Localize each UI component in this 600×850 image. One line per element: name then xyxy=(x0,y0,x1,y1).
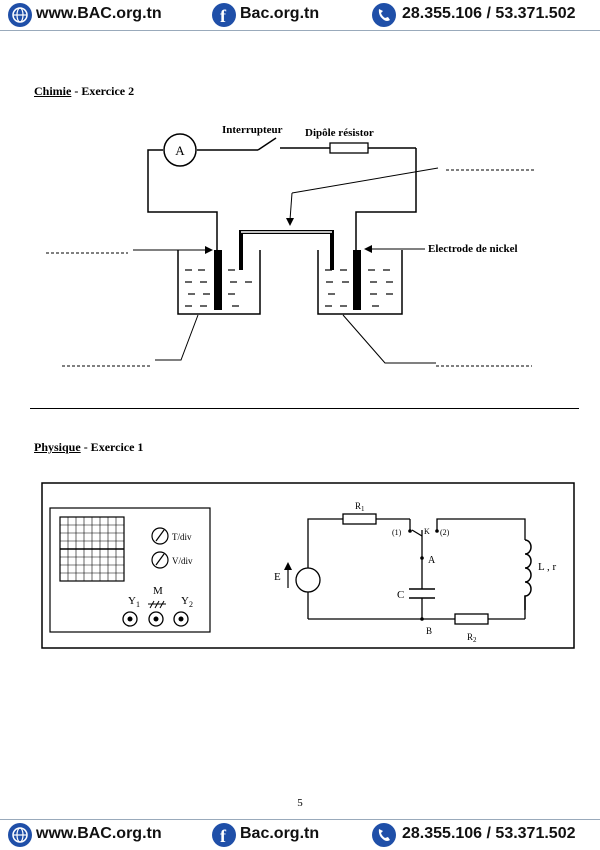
switch-label: Interrupteur xyxy=(222,124,283,136)
node-a-label: A xyxy=(428,555,436,566)
phone-icon xyxy=(372,823,396,847)
chimie-circuit-diagram: A Interrupteur Dipôle résistor Electrode… xyxy=(46,124,536,367)
y2-label: Y2 xyxy=(181,595,193,609)
y1-label: Y1 xyxy=(128,595,140,609)
r1-label: R1 xyxy=(355,501,365,513)
inductor-label: L , r xyxy=(538,561,557,573)
footer-banner: www.BAC.org.tn f Bac.org.tn 28.355.106 /… xyxy=(0,819,600,850)
node-b-label: B xyxy=(426,626,432,636)
knob-volt-label: V/div xyxy=(172,556,193,566)
page-number: 5 xyxy=(297,797,303,809)
svg-text:f: f xyxy=(220,826,227,846)
m-label: M xyxy=(153,585,163,597)
phone-number[interactable]: 28.355.106 / 53.371.502 xyxy=(402,5,576,22)
phone-number[interactable]: 28.355.106 / 53.371.502 xyxy=(402,825,576,842)
switch-position-1: (1) xyxy=(392,528,402,537)
website-link[interactable]: www.BAC.org.tn xyxy=(36,5,162,22)
r2-label: R2 xyxy=(467,632,477,644)
svg-text:f: f xyxy=(220,6,227,26)
physique-heading: Physique - Exercice 1 xyxy=(34,440,144,454)
resistor-label: Dipôle résistor xyxy=(305,127,374,139)
switch-position-2: (2) xyxy=(440,528,450,537)
ammeter-label: A xyxy=(175,143,185,158)
facebook-link[interactable]: Bac.org.tn xyxy=(240,825,320,842)
facebook-link[interactable]: Bac.org.tn xyxy=(240,5,320,22)
globe-icon xyxy=(8,823,32,847)
facebook-icon: f xyxy=(212,3,236,27)
phone-icon xyxy=(372,3,396,27)
generator-e-label: E xyxy=(274,571,281,583)
electrode-label: Electrode de nickel xyxy=(428,243,518,255)
globe-icon xyxy=(8,3,32,27)
chimie-heading: Chimie - Exercice 2 xyxy=(34,84,135,98)
capacitor-c-label: C xyxy=(397,589,404,601)
header-banner: www.BAC.org.tn f Bac.org.tn 28.355.106 /… xyxy=(0,0,600,31)
facebook-icon: f xyxy=(212,823,236,847)
physique-circuit-diagram: T/div V/div Y1 M Y2 R1 (1) K (2) xyxy=(41,482,575,649)
section-divider xyxy=(30,408,579,409)
knob-time-label: T/div xyxy=(172,532,192,542)
switch-k-label: K xyxy=(424,527,430,536)
website-link[interactable]: www.BAC.org.tn xyxy=(36,825,162,842)
